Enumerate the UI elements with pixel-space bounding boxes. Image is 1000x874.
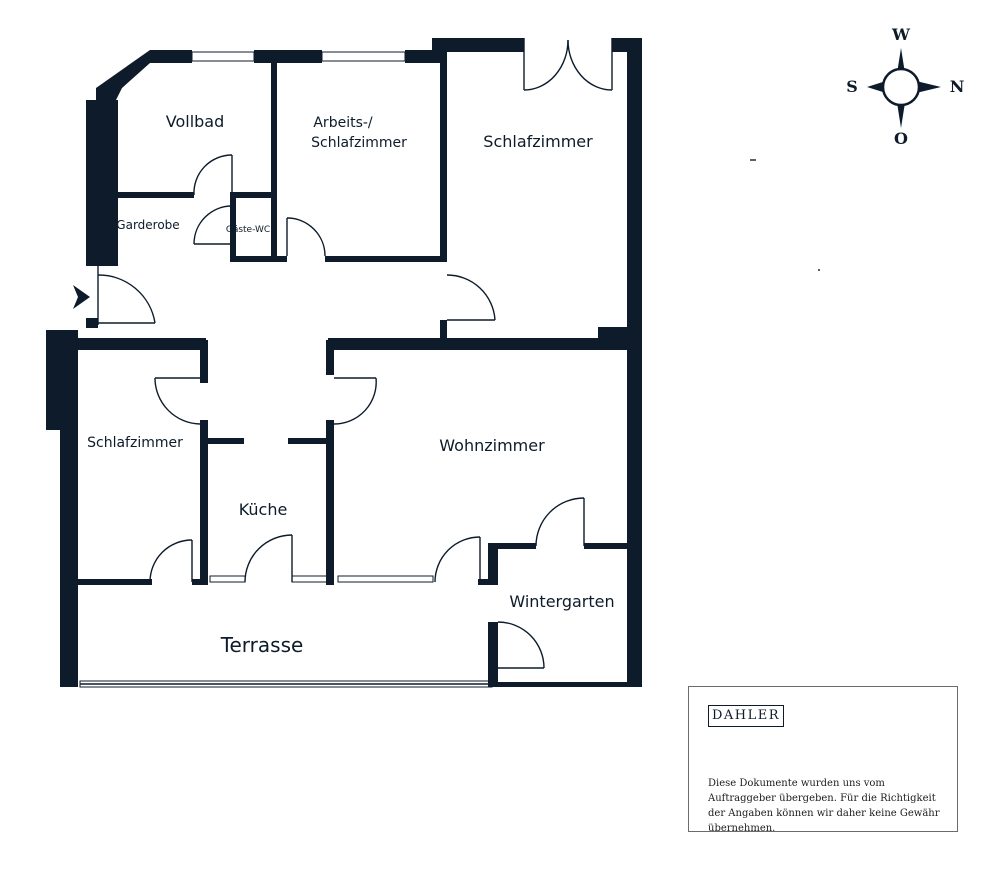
- compass-label-top: W: [891, 25, 911, 44]
- compass-rose-icon: W S N O: [846, 25, 964, 148]
- room-label-kueche: Küche: [239, 500, 288, 519]
- disclaimer-text: Diese Dokumente wurden uns vom Auftragge…: [708, 778, 940, 834]
- windows: [79, 51, 493, 688]
- doors: [97, 38, 613, 669]
- room-label-schlafzimmer-master: Schlafzimmer: [483, 132, 593, 151]
- outer-walls: [46, 38, 642, 687]
- disclaimer-box: DAHLER Diese Dokumente wurden uns vom Au…: [688, 686, 958, 834]
- room-label-wohnzimmer: Wohnzimmer: [439, 436, 545, 455]
- entrance-arrow-icon: [73, 285, 90, 309]
- room-label-gaeste-wc: Gäste-WC: [226, 225, 270, 235]
- interior-walls: [76, 50, 642, 687]
- room-label-arbeits-line1: Arbeits-/: [313, 115, 373, 131]
- room-label-garderobe: Garderobe: [116, 218, 179, 232]
- room-label-terrasse: Terrasse: [220, 633, 304, 657]
- compass-label-right: N: [950, 77, 965, 96]
- compass-label-bottom: O: [894, 129, 908, 148]
- compass-label-left: S: [846, 77, 858, 96]
- brand-logo: DAHLER: [708, 705, 784, 727]
- room-label-vollbad: Vollbad: [166, 112, 225, 131]
- room-label-arbeits-line2: Schlafzimmer: [311, 135, 407, 151]
- room-label-schlafzimmer-2: Schlafzimmer: [87, 435, 183, 451]
- room-label-wintergarten: Wintergarten: [509, 592, 614, 611]
